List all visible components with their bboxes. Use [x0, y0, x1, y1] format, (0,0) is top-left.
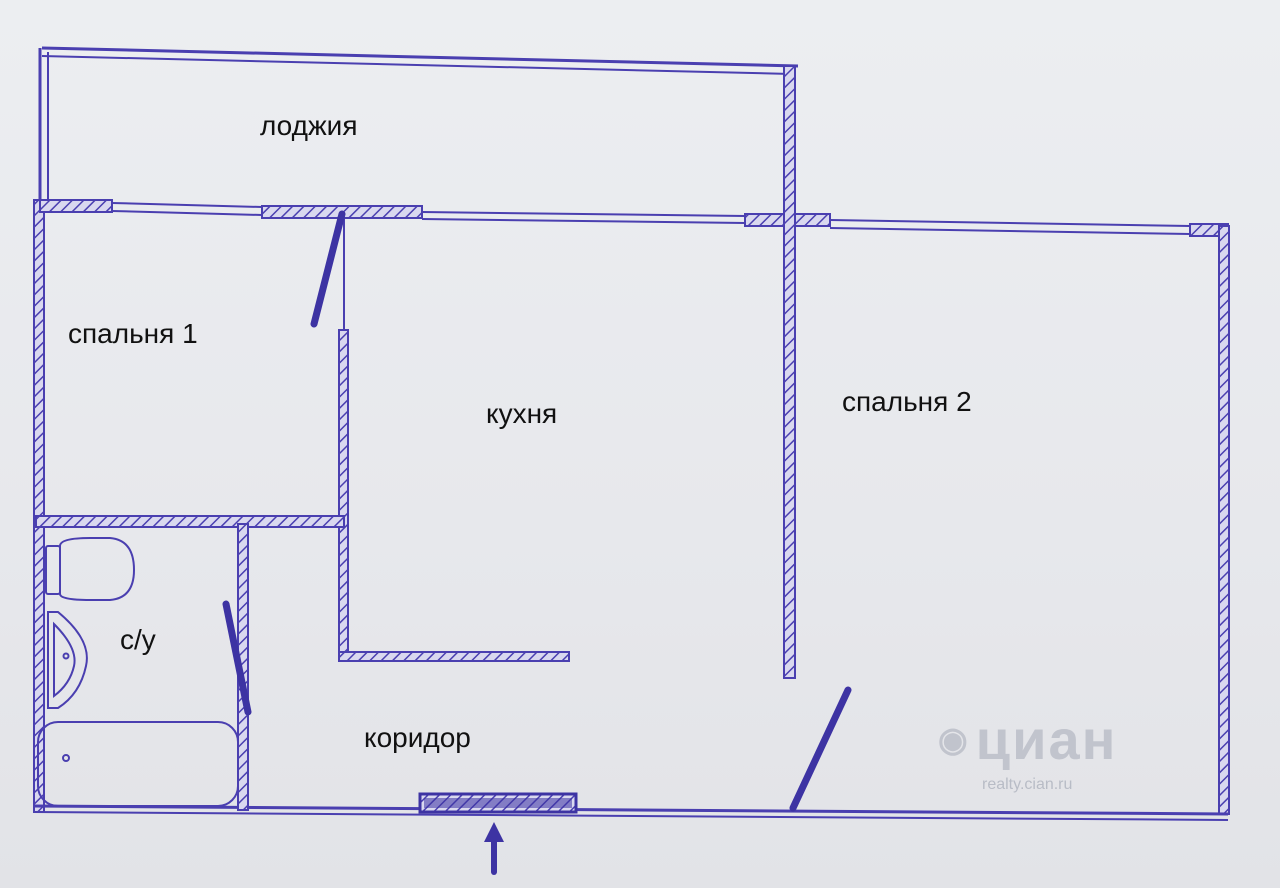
watermark: ◉ циан [938, 712, 1118, 768]
bedroom1-kitchen-wall [338, 212, 349, 659]
room-label-corridor: коридор [364, 722, 471, 753]
entrance-door [418, 792, 578, 814]
kitchen-bottom-wall [338, 651, 570, 662]
sink-icon [47, 611, 88, 709]
facade-wall [39, 199, 1229, 237]
pin-logo-icon: ◉ [938, 721, 968, 759]
room-label-bedroom2: спальня 2 [842, 386, 972, 417]
door-bedroom2 [789, 686, 852, 812]
room-label-loggia: лоджия [260, 110, 358, 141]
watermark-site: realty.cian.ru [982, 776, 1073, 793]
door-bedroom1 [310, 210, 346, 328]
door-bathroom [222, 600, 252, 716]
toilet-icon [45, 537, 136, 601]
room-label-bedroom1: спальня 1 [68, 318, 198, 349]
bathtub-icon [37, 721, 239, 807]
bedroom1-bathroom-wall [35, 515, 345, 528]
bottom-exterior-wall [33, 804, 1229, 821]
entrance-arrow-icon [484, 822, 504, 875]
loggia-walls [38, 46, 799, 205]
room-label-bathroom: с/у [120, 624, 156, 655]
right-exterior-wall [1218, 225, 1230, 815]
left-exterior-wall [33, 199, 45, 813]
kitchen-bedroom2-wall [783, 65, 796, 679]
watermark-brand: циан [975, 708, 1118, 771]
room-label-kitchen: кухня [486, 398, 558, 429]
